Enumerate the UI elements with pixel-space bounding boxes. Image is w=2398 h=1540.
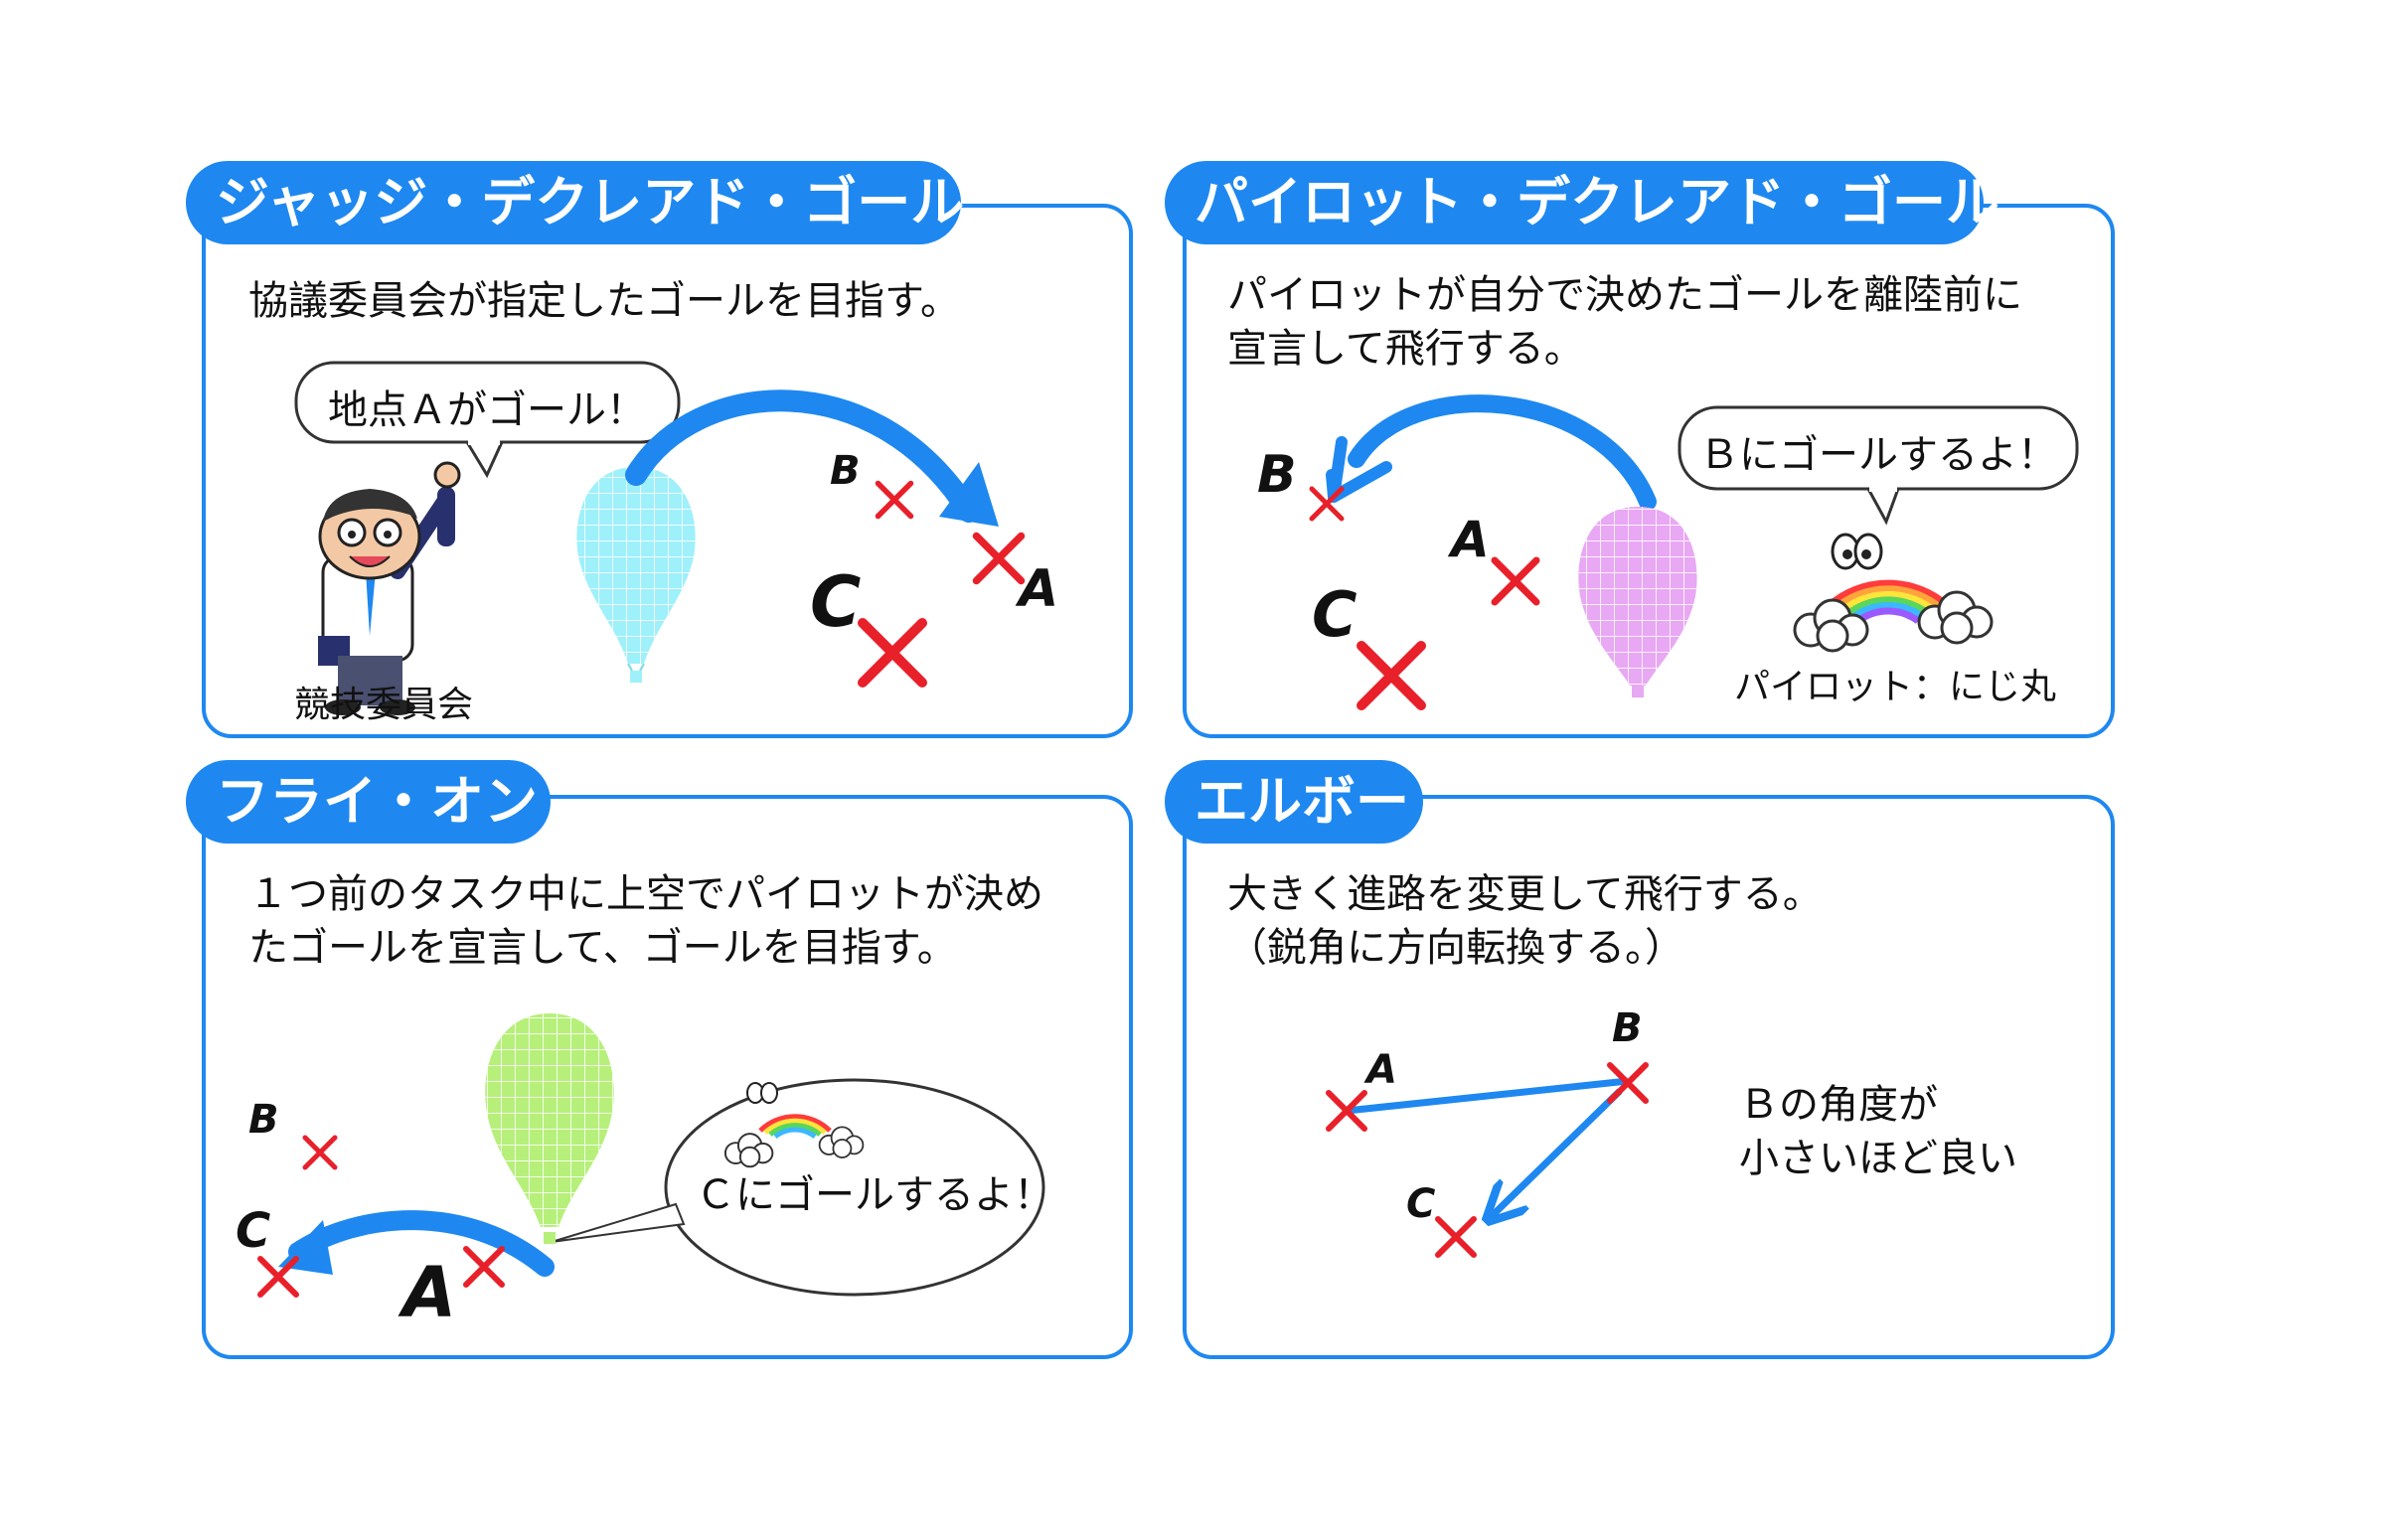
panel-title-pilot: パイロット・デクレアド・ゴール: [1165, 161, 1999, 244]
arrow-pilot: [1326, 394, 1657, 511]
balloon-fly-on-icon: [485, 1013, 614, 1244]
marker-c-fly-on: [260, 1259, 296, 1295]
speech-text-judge: 地点Ａがゴール！: [328, 387, 646, 433]
arrow-judge: [625, 389, 999, 527]
speech-text-pilot: Ｂにゴールするよ！: [1699, 432, 2057, 478]
marker-c-elbow: [1438, 1219, 1474, 1255]
balloon-judge-icon: [576, 467, 696, 683]
speech-text-fly-on: Ｃにゴールするよ！: [696, 1172, 1053, 1218]
panel-title-fly-on: フライ・オン: [186, 760, 551, 844]
note-elbow: Ｂの角度が 小さいほど良い: [1739, 1082, 2017, 1181]
speech-bubble-judge: [294, 361, 681, 479]
mini-rainbow-mascot-icon: [723, 1082, 865, 1168]
marker-b-judge: [879, 484, 911, 517]
description-elbow: 大きく進路を変更して飛行する。 （鋭角に方向転換する。）: [1227, 871, 1823, 971]
label-a-pilot: A: [1447, 511, 1490, 568]
judge-character-icon: [318, 461, 461, 715]
label-a-fly-on: A: [398, 1252, 456, 1333]
label-b-pilot: B: [1257, 445, 1297, 505]
marker-a-pilot: [1495, 560, 1536, 602]
caption-judge: 競技委員会: [294, 685, 474, 725]
speech-bubble-pilot: [1678, 405, 2079, 526]
elbow-path: [1346, 1077, 1629, 1217]
label-c-pilot: C: [1312, 578, 1358, 651]
label-a-elbow: A: [1363, 1047, 1397, 1093]
marker-a-fly-on: [466, 1249, 502, 1285]
description-pilot: パイロットが自分で決めたゴールを離陸前に 宣言して飛行する。: [1227, 272, 2022, 372]
caption-pilot: パイロット：にじ丸: [1734, 667, 2057, 707]
label-b-elbow: B: [1612, 1005, 1643, 1051]
panel-title-elbow: エルボー: [1165, 760, 1423, 844]
description-judge: 協議委員会が指定したゴールを目指す。: [248, 278, 960, 324]
label-b-fly-on: B: [248, 1097, 279, 1143]
label-c-elbow: C: [1406, 1181, 1435, 1227]
marker-b-pilot: [1312, 489, 1342, 519]
label-a-judge: A: [1015, 559, 1058, 619]
balloon-pilot-icon: [1578, 507, 1697, 697]
description-fly-on: １つ前のタスク中に上空でパイロットが決め たゴールを宣言して、ゴールを目指す。: [248, 871, 1043, 971]
panel-elbow: [1183, 795, 2115, 1359]
marker-c-judge: [863, 623, 922, 683]
label-c-fly-on: C: [236, 1203, 270, 1259]
marker-c-pilot: [1361, 646, 1421, 705]
marker-a-judge: [977, 537, 1022, 581]
panel-title-judge: ジャッジ・デクレアド・ゴール: [186, 161, 964, 244]
label-b-judge: B: [830, 448, 861, 494]
marker-b-fly-on: [305, 1138, 335, 1167]
rainbow-mascot-icon: [1793, 533, 1994, 653]
label-c-judge: C: [810, 561, 861, 643]
speech-bubble-fly-on: [551, 1078, 1045, 1297]
